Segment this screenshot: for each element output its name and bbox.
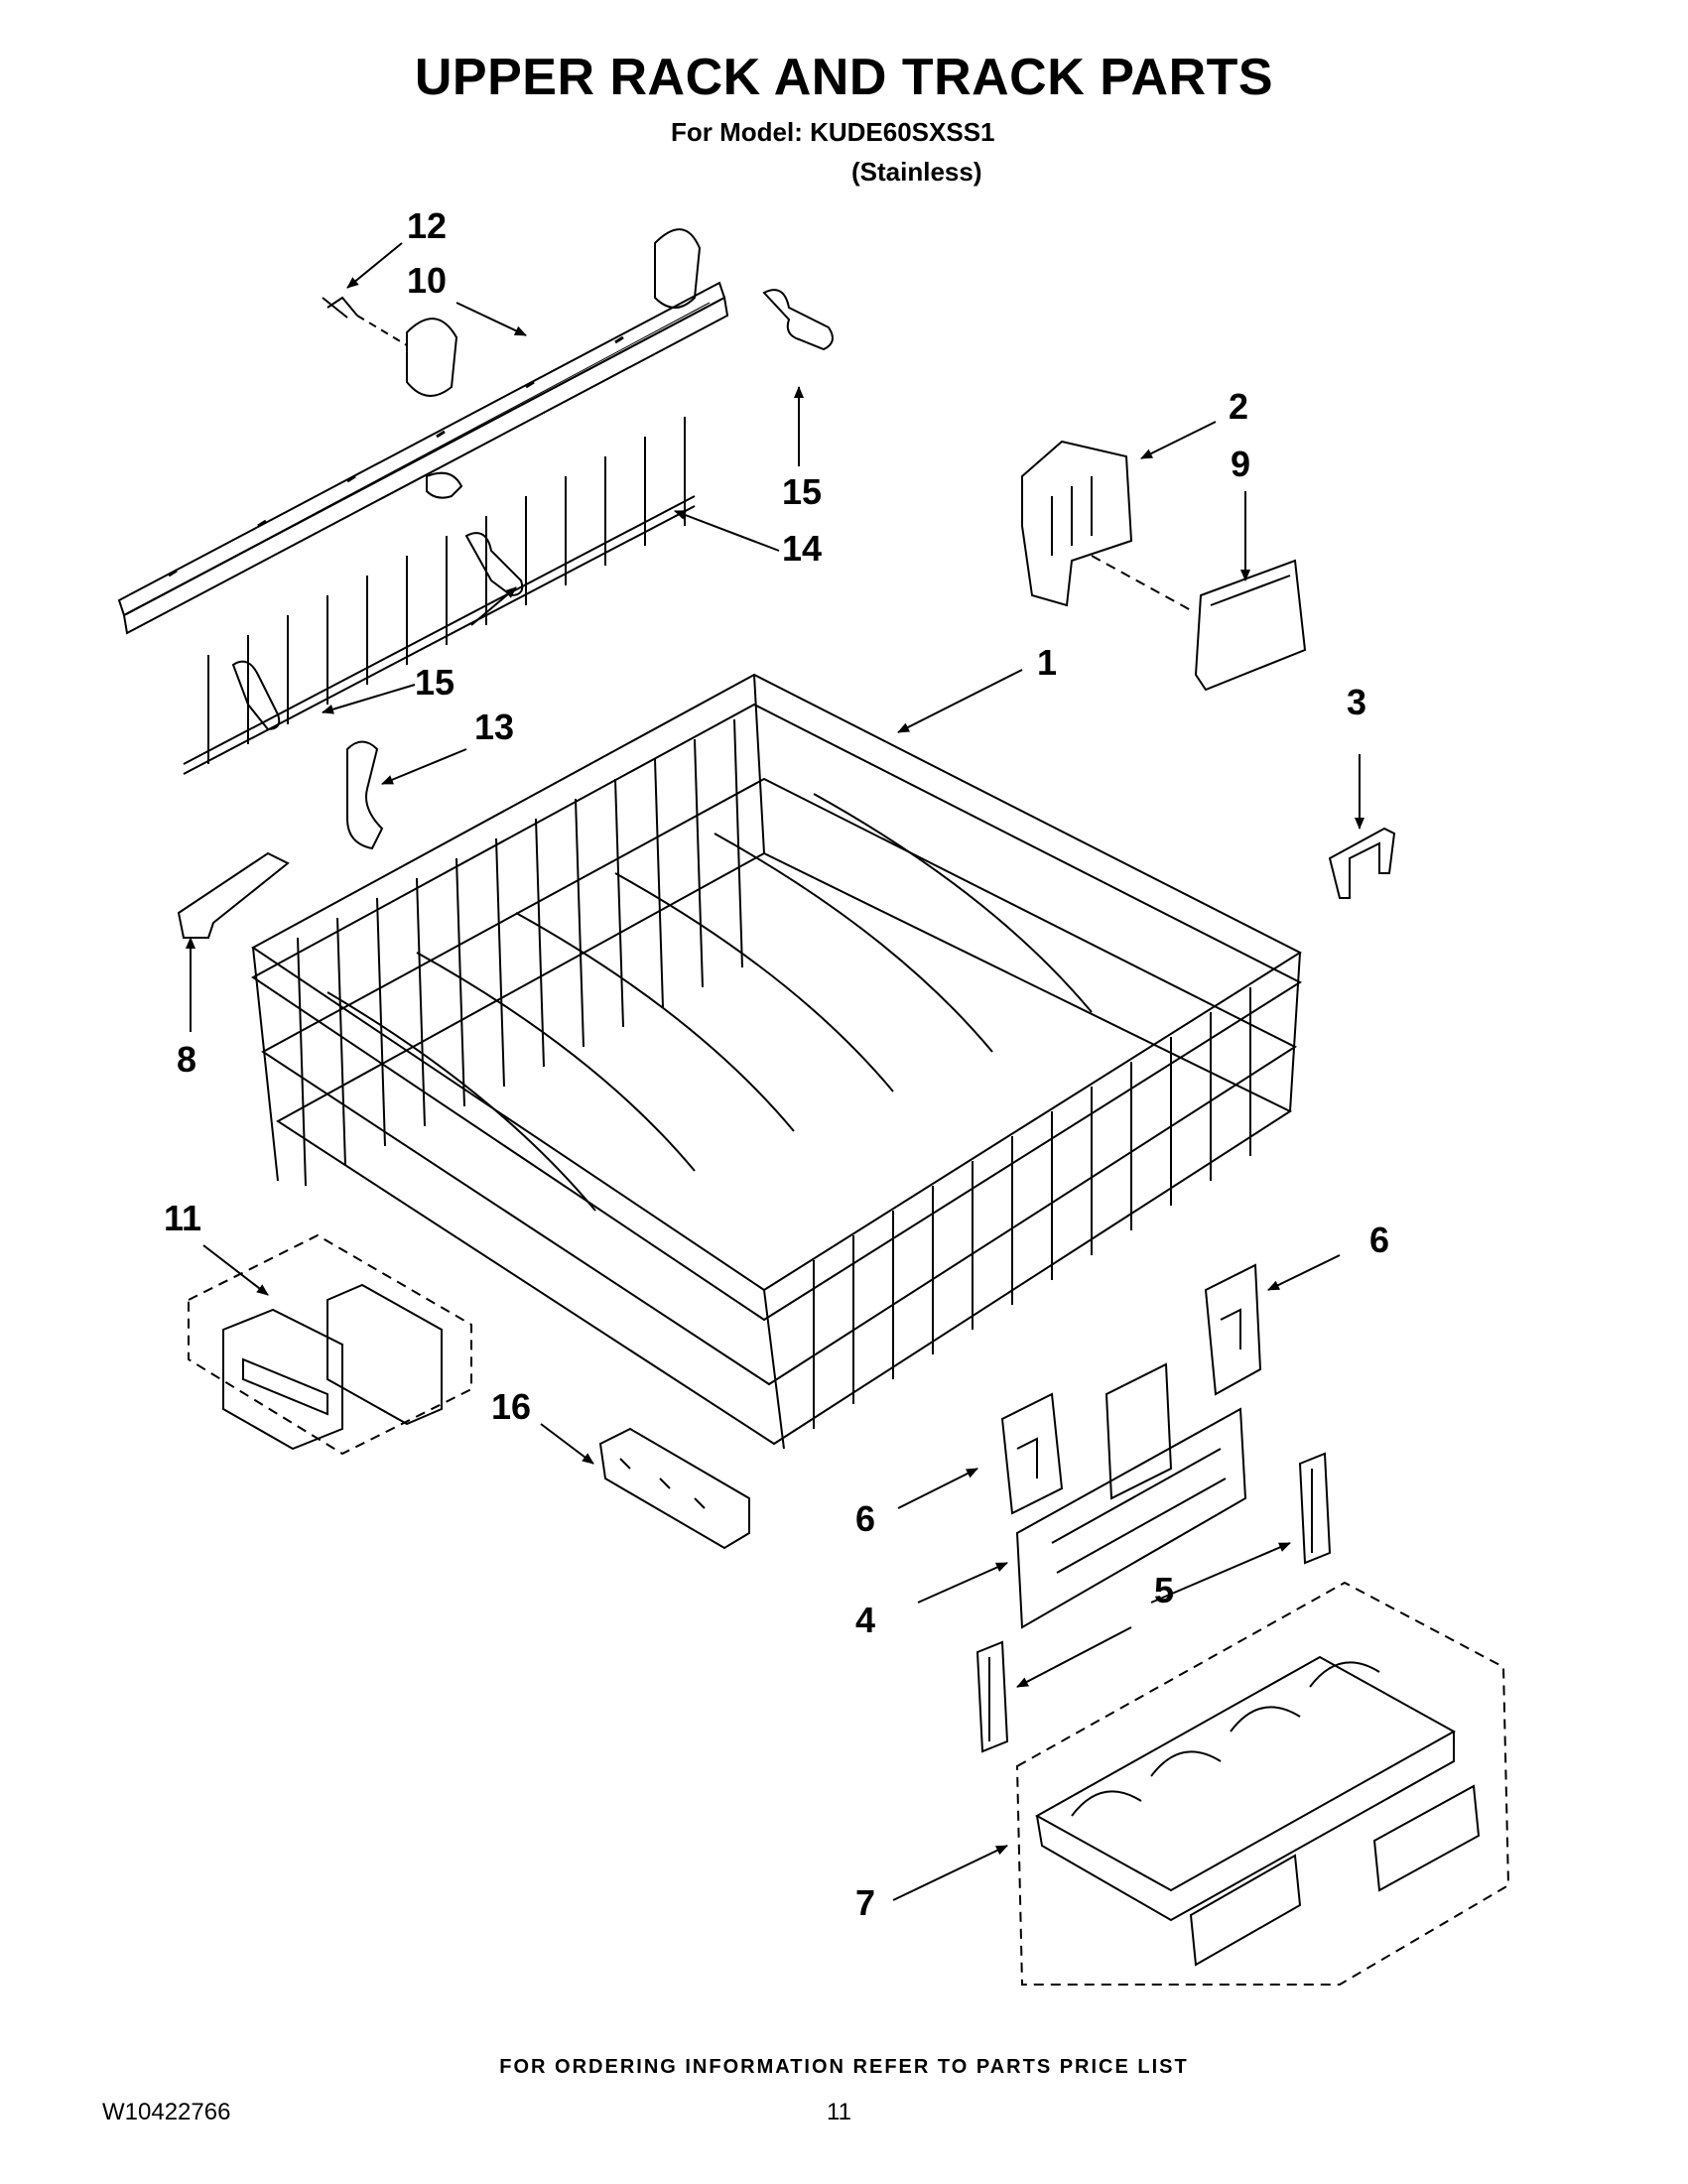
callout-3: 3 (1347, 682, 1366, 722)
part-4-drawing (1015, 1362, 1247, 1629)
callout-6-lower: 6 (855, 1498, 875, 1539)
upper-rack-drawing (251, 673, 1303, 1450)
variant-label: (Stainless) (851, 157, 982, 187)
callout-5: 5 (1154, 1570, 1174, 1610)
part-16-drawing (598, 1427, 750, 1550)
callout-2: 2 (1229, 386, 1248, 427)
callout-11: 11 (164, 1198, 201, 1238)
callout-1: 1 (1037, 642, 1057, 683)
callout-9: 9 (1231, 444, 1250, 484)
part-6b-drawing (1000, 1392, 1064, 1515)
clip-13-drawing (346, 740, 384, 850)
part-3-drawing (1328, 827, 1396, 899)
document-code: W10422766 (102, 2099, 231, 2125)
page-title: UPPER RACK AND TRACK PARTS (414, 49, 1274, 106)
part-7-drawing (1015, 1581, 1510, 1986)
page-number: 11 (827, 2099, 851, 2125)
callout-labels: 1 2 3 4 5 6 6 7 8 9 10 11 12 13 14 15 15… (164, 205, 1389, 1923)
ordering-note: FOR ORDERING INFORMATION REFER TO PARTS … (499, 2056, 1189, 2078)
track-rail-drawing (117, 228, 729, 635)
part-5b-drawing (975, 1640, 1009, 1753)
callout-4: 4 (855, 1600, 875, 1640)
callout-15-upper: 15 (782, 471, 822, 512)
callout-14: 14 (782, 528, 822, 569)
leader-arrows (186, 242, 1364, 1901)
callout-12: 12 (407, 205, 447, 246)
callout-7: 7 (855, 1882, 875, 1923)
part-2-drawing (1021, 440, 1192, 611)
part-9-drawing (1194, 559, 1307, 692)
part-6a-drawing (1204, 1263, 1262, 1396)
callout-8: 8 (177, 1039, 196, 1080)
callout-6-upper: 6 (1369, 1220, 1389, 1260)
model-line: For Model: KUDE60SXSS1 (671, 117, 995, 147)
callout-13: 13 (474, 707, 514, 747)
screw-drawing (322, 296, 408, 346)
callout-16: 16 (491, 1386, 531, 1427)
part-8-drawing (177, 851, 290, 939)
callout-15-lower: 15 (415, 662, 454, 703)
part-5a-drawing (1298, 1452, 1332, 1565)
callout-10: 10 (407, 260, 447, 301)
part-11-drawing (188, 1233, 472, 1456)
